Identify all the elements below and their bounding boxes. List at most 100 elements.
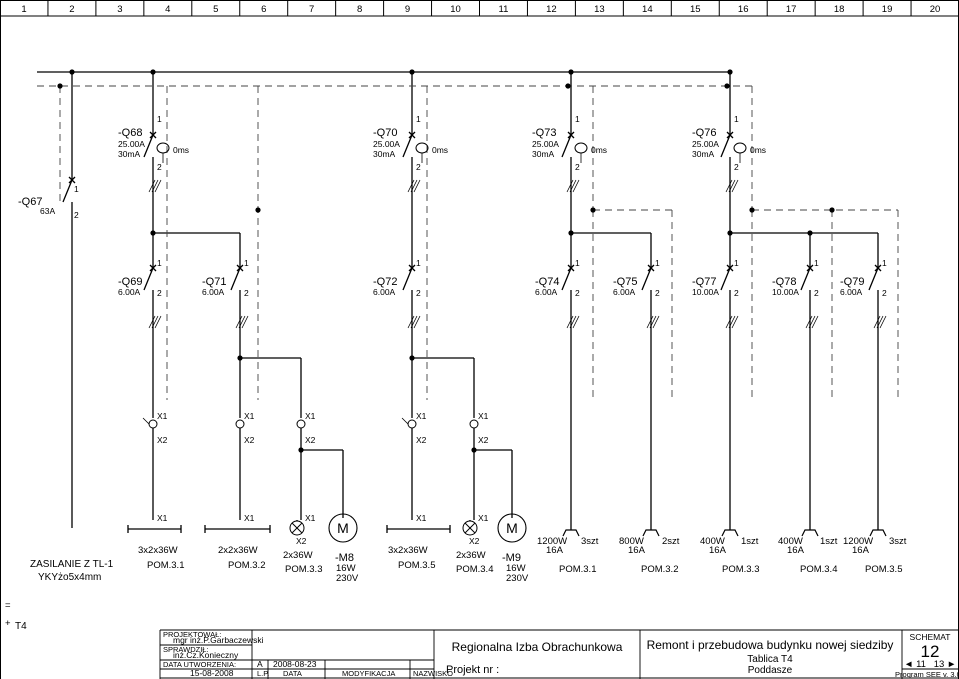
switch-blade — [402, 134, 413, 158]
junction-dot — [727, 69, 733, 75]
rev-letter: A — [257, 659, 263, 669]
junction-dot — [409, 69, 415, 75]
load-text: POM.3.4 — [456, 564, 494, 575]
trip-hatch — [241, 315, 249, 329]
wiring — [37, 71, 887, 534]
load-qty: 1szt — [820, 536, 838, 547]
junction-dot — [69, 69, 75, 75]
load-text: POM.3.4 — [800, 564, 838, 575]
connector-x2: X2 — [244, 435, 255, 445]
junction-dot — [409, 355, 415, 361]
connector-x2: X2 — [416, 435, 427, 445]
ruler-number: 15 — [690, 4, 701, 15]
component-symbols — [57, 69, 887, 543]
switch-blade — [62, 179, 73, 203]
junction-dot — [471, 447, 477, 453]
ruler-number: 17 — [786, 4, 797, 15]
contact-mark — [806, 264, 814, 272]
terminal-1: 1 — [655, 258, 660, 268]
connector-x2: X2 — [157, 435, 168, 445]
rcd-toroid — [156, 142, 170, 154]
connector-x1: X1 — [157, 411, 168, 421]
load-text: POM.3.2 — [228, 560, 266, 571]
breaker-name: -Q77 — [692, 276, 716, 288]
contact-mark — [408, 131, 416, 139]
checker-label: SPRAWDZIŁ: — [163, 645, 209, 654]
rcd-name: -Q76 — [692, 127, 716, 139]
terminal-1: 1 — [575, 114, 580, 124]
junction-dot — [298, 447, 304, 453]
terminal-2: 2 — [416, 288, 421, 298]
trip-hatch — [569, 315, 577, 329]
load-text: -M8 — [335, 552, 354, 564]
switch-blade — [561, 134, 572, 158]
contact-mark — [149, 131, 157, 139]
company: Regionalna Izba Obrachunkowa — [452, 640, 623, 654]
breaker-rating: 6.00A — [535, 287, 558, 297]
trip-hatch — [413, 179, 421, 193]
main-breaker-rating: 63A — [40, 206, 55, 216]
ruler-number: 6 — [261, 4, 266, 15]
connector-x1: X1 — [157, 513, 168, 523]
next-page: 13 ► — [934, 659, 957, 670]
terminal-1: 1 — [74, 184, 79, 194]
junction-dot — [568, 230, 574, 236]
trip-hatch — [646, 315, 654, 329]
load-text: 2x36W — [283, 550, 313, 561]
rcd-sensitivity: 30mA — [692, 149, 715, 159]
switch-blade — [720, 267, 731, 291]
contact-mark — [874, 264, 882, 272]
connector-x1: X1 — [478, 513, 489, 523]
side-plus: + — [5, 618, 11, 629]
place-name: Poddasze — [748, 665, 793, 676]
trip-hatch — [808, 315, 816, 329]
junction-dot — [565, 83, 571, 89]
trip-hatch — [805, 315, 813, 329]
trip-hatch — [725, 179, 733, 193]
trip-hatch — [235, 315, 243, 329]
contact-mark — [567, 131, 575, 139]
prev-page: ◄ 11 — [904, 659, 926, 670]
breaker-name: -Q75 — [613, 276, 637, 288]
trip-hatch — [151, 315, 159, 329]
rcd-test-lines — [37, 85, 899, 400]
connector-x2: X2 — [469, 536, 480, 546]
connector — [235, 419, 245, 429]
trip-hatch — [410, 315, 418, 329]
side-tag: T4 — [15, 621, 27, 632]
load-text: 16A — [546, 545, 564, 556]
socket-symbol — [562, 529, 580, 537]
trip-hatch — [148, 315, 156, 329]
junction-dot — [568, 69, 574, 75]
project-label: Projekt nr : — [446, 664, 499, 676]
connector — [469, 419, 479, 429]
load-text: 1200W — [843, 536, 873, 547]
ruler-number: 4 — [165, 4, 170, 15]
col-name: NAZWISKO — [413, 669, 453, 678]
breaker-name: -Q78 — [772, 276, 796, 288]
switch-blade — [800, 267, 811, 291]
trip-hatch — [569, 179, 577, 193]
trip-hatch — [876, 315, 884, 329]
load-text: POM.3.3 — [285, 564, 323, 575]
switch-blade — [868, 267, 879, 291]
junction-dot — [150, 230, 156, 236]
page-number: 12 — [921, 642, 940, 661]
contact-mark — [149, 264, 157, 272]
rcd-sensitivity: 30mA — [532, 149, 555, 159]
rev-date: 2008-08-23 — [273, 659, 317, 669]
breaker-rating: 10.00A — [772, 287, 799, 297]
breaker-rating: 6.00A — [840, 287, 863, 297]
breaker-rating: 10.00A — [692, 287, 719, 297]
load-text: POM.3.1 — [147, 560, 185, 571]
title-block: PROJEKTOWAŁ:mgr inż.P.GarbaczewskiSPRAWD… — [159, 629, 959, 679]
trip-hatch — [566, 179, 574, 193]
trip-hatch — [151, 179, 159, 193]
rcd-name: -Q68 — [118, 127, 142, 139]
program-version: Program SEE v. 3.00 — [895, 670, 959, 679]
terminal-2: 2 — [734, 162, 739, 172]
load-text: 400W — [700, 536, 725, 547]
connector-x1: X1 — [416, 513, 427, 523]
rcd-toroid — [415, 142, 429, 154]
